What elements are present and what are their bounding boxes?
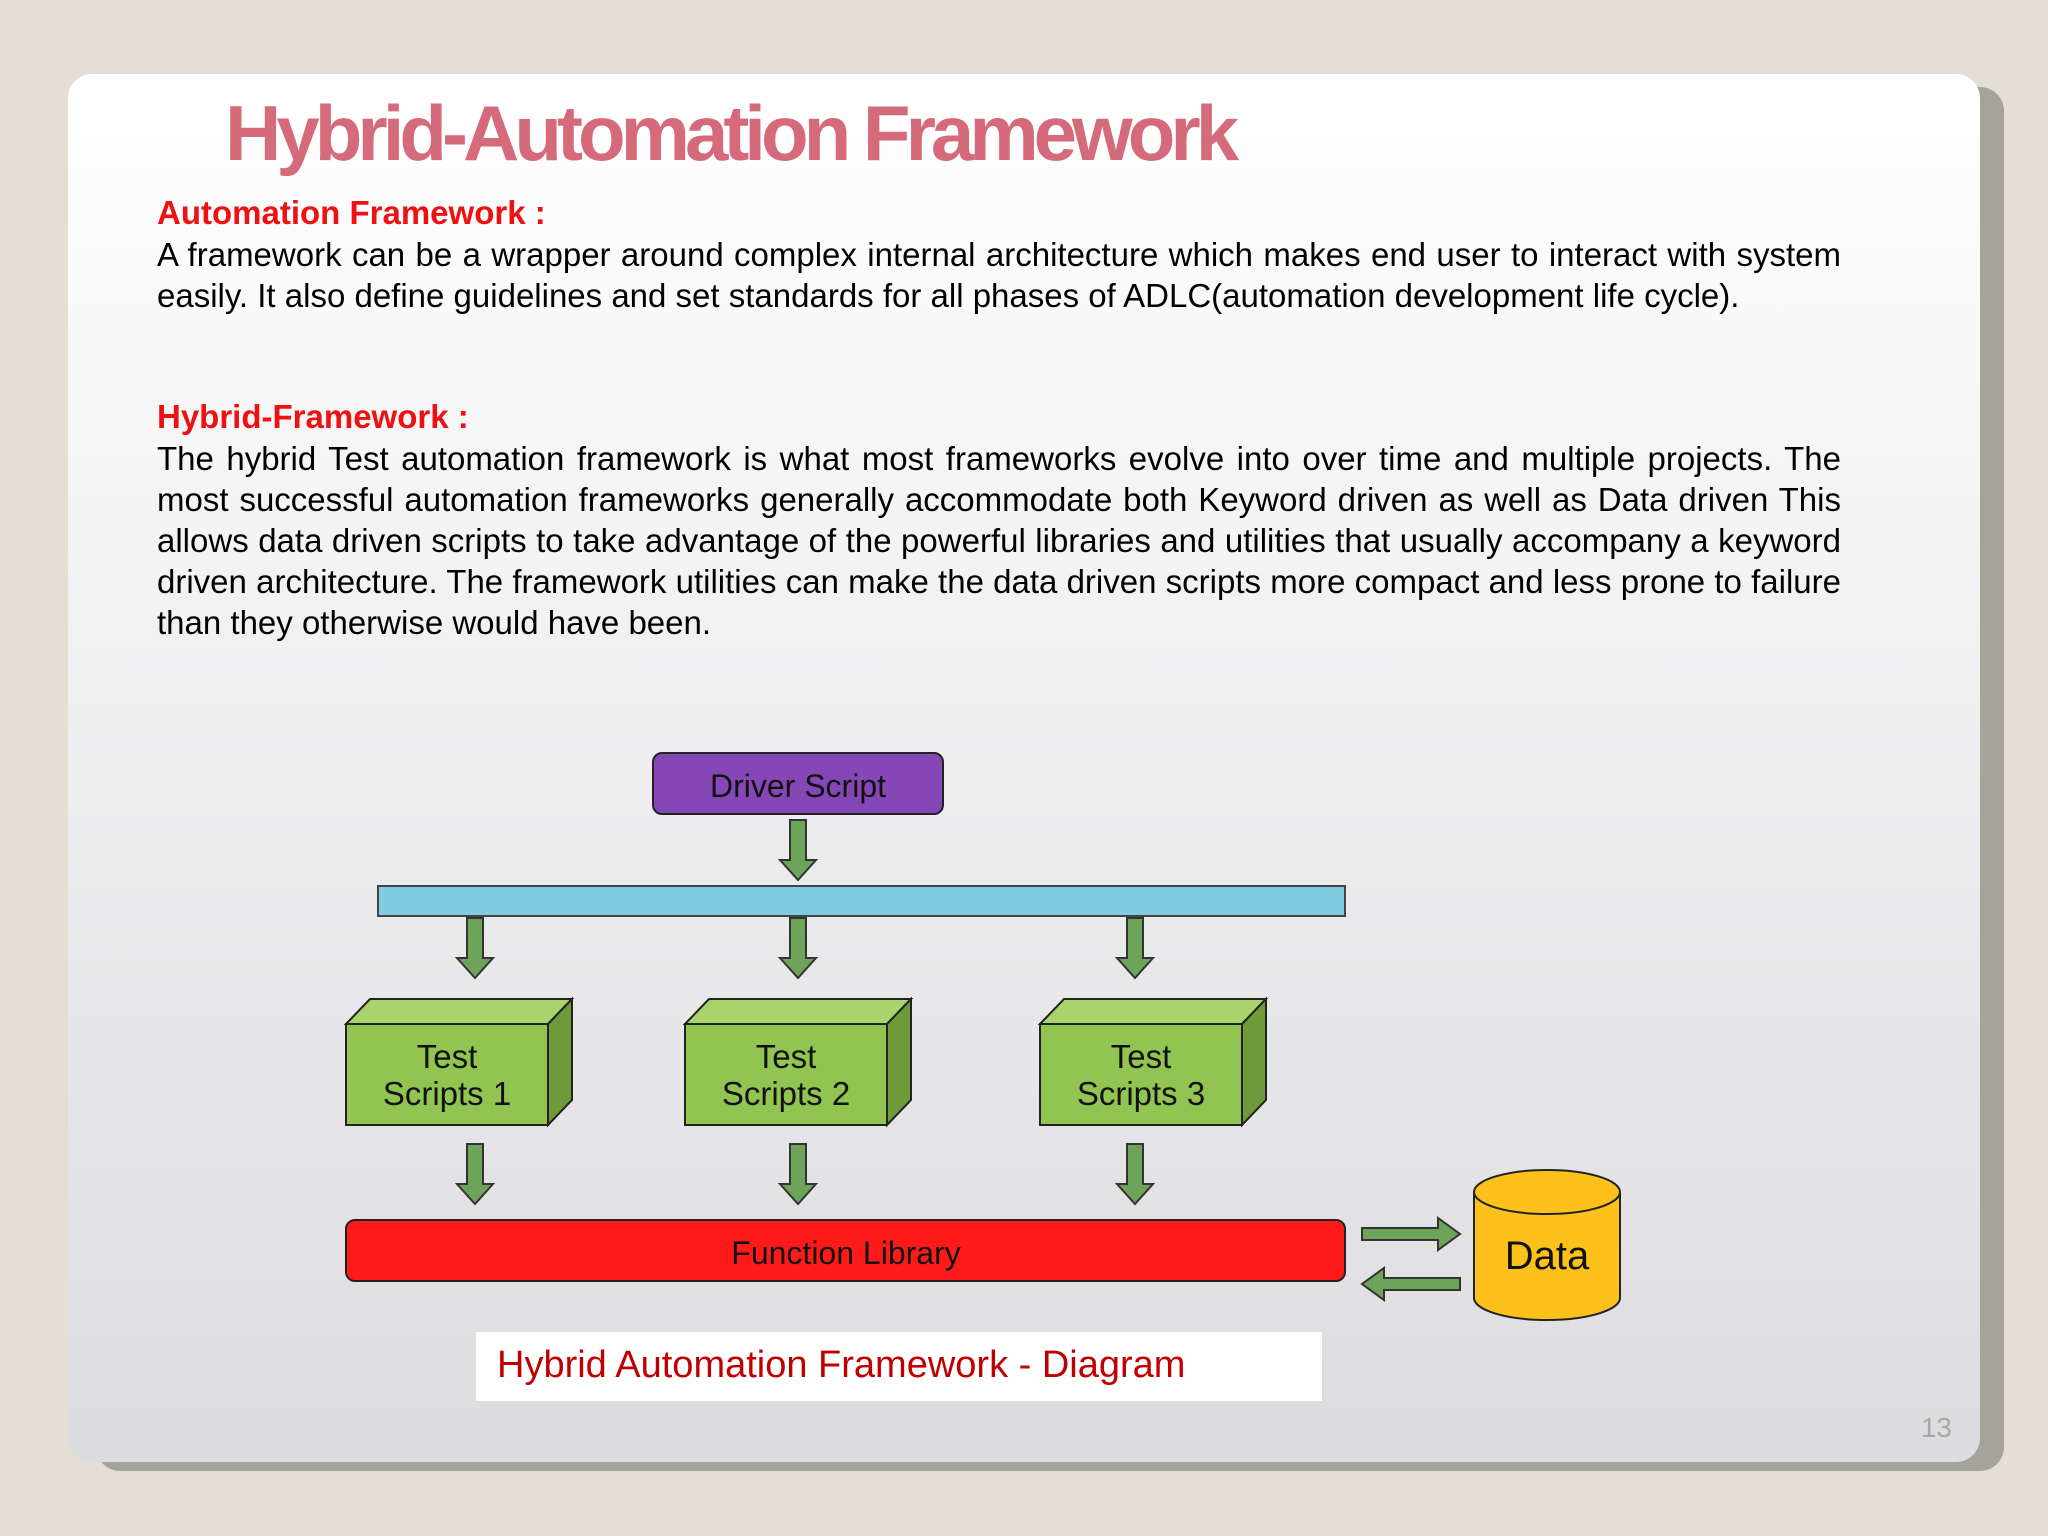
arrow-test-3-to-library: [1116, 1143, 1154, 1205]
driver-script-label: Driver Script: [710, 768, 886, 804]
data-label: Data: [1505, 1234, 1590, 1278]
arrow-test-2-to-library: [779, 1143, 817, 1205]
arrow-test-1-to-library: [456, 1143, 494, 1205]
test-scripts-2-line1: Test: [756, 1038, 817, 1075]
hybrid-framework-body: The hybrid Test automation framework is …: [157, 440, 1841, 641]
slide: Hybrid-Automation Framework Automation F…: [68, 74, 1980, 1462]
arrow-bus-to-test-1: [456, 917, 494, 979]
test-scripts-3-box: [1037, 996, 1269, 1128]
arrow-bus-to-test-3: [1116, 917, 1154, 979]
test-scripts-3-line2: Scripts 3: [1077, 1075, 1205, 1112]
test-scripts-2-line2: Scripts 2: [722, 1075, 850, 1112]
test-scripts-1-line1: Test: [417, 1038, 478, 1075]
automation-framework-heading: Automation Framework :: [157, 194, 546, 231]
diagram-caption-box: Hybrid Automation Framework - Diagram: [476, 1332, 1322, 1401]
arrow-bus-to-test-2: [779, 917, 817, 979]
test-scripts-2-box: [682, 996, 914, 1128]
driver-script-box: [652, 752, 944, 815]
test-scripts-1-line2: Scripts 1: [383, 1075, 511, 1112]
arrow-driver-to-bus: [779, 819, 817, 881]
hybrid-framework-heading: Hybrid-Framework :: [157, 398, 469, 435]
arrow-library-to-data: [1361, 1216, 1462, 1252]
function-library-box: [345, 1219, 1346, 1282]
automation-framework-body: A framework can be a wrapper around comp…: [157, 236, 1841, 314]
slide-title: Hybrid-Automation Framework: [225, 89, 1239, 177]
framework-diagram: Driver Script Test Scripts 1 Test Script…: [343, 752, 1621, 1321]
function-library-label: Function Library: [731, 1235, 960, 1271]
test-scripts-1-box: [343, 996, 575, 1128]
data-cylinder: [1473, 1169, 1621, 1321]
diagram-caption: Hybrid Automation Framework - Diagram: [497, 1344, 1186, 1386]
arrow-data-to-library: [1360, 1266, 1461, 1302]
test-scripts-3-line1: Test: [1111, 1038, 1172, 1075]
distribution-bar: [377, 885, 1346, 917]
page-number: 13: [1920, 1412, 1952, 1443]
